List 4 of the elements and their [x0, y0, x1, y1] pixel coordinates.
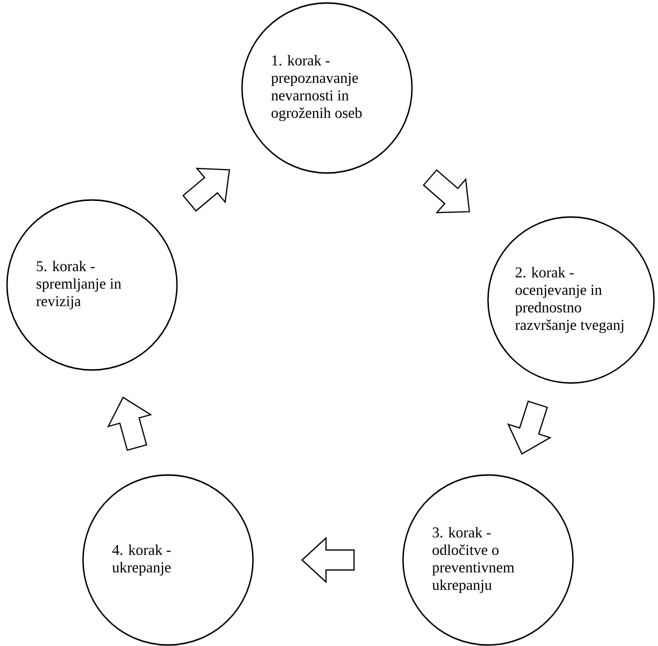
block-arrow: [507, 400, 552, 455]
block-arrow: [301, 536, 355, 584]
block-arrow: [107, 396, 152, 451]
block-arrow: [422, 169, 470, 214]
